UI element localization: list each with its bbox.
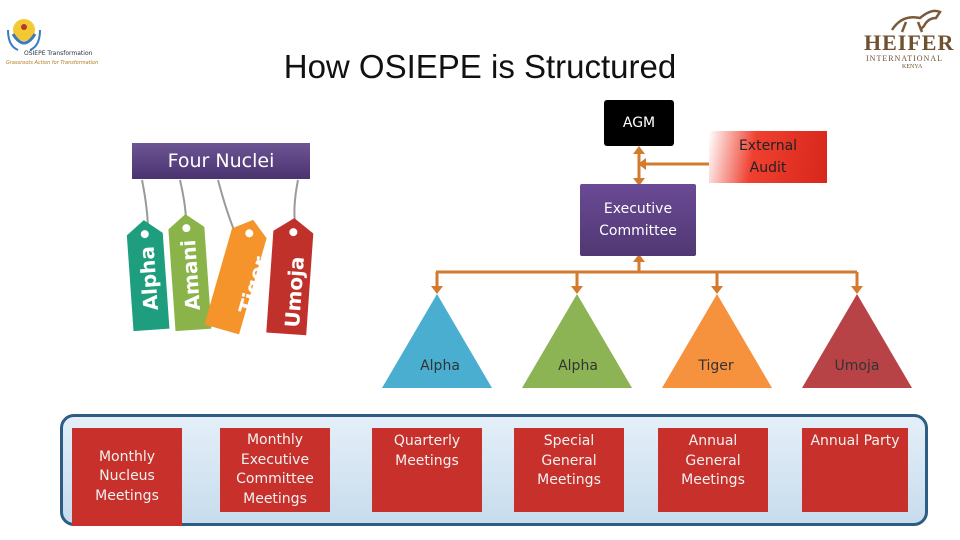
nuclei-tags-graphic: Alpha Amani Tiger Umoja xyxy=(126,179,314,336)
meeting-line: Meetings xyxy=(681,472,745,488)
triangle-label-umoja: Umoja xyxy=(834,358,880,374)
meeting-box-quarterly: Quarterly Meetings xyxy=(372,428,482,512)
triangle-label-alpha-2: Alpha xyxy=(558,358,598,374)
heifer-logo-line1: HEIFER xyxy=(864,30,955,55)
agm-box: AGM xyxy=(604,100,674,146)
heifer-logo: HEIFER INTERNATIONAL KENYA xyxy=(862,4,958,70)
executive-committee-box: Executive Committee xyxy=(580,184,696,256)
executive-committee-line2: Committee xyxy=(599,223,677,239)
executive-committee-line1: Executive xyxy=(603,201,673,217)
triangle-alpha-1 xyxy=(382,294,492,388)
heifer-logo-line3: KENYA xyxy=(902,64,923,70)
triangle-label-tiger: Tiger xyxy=(698,358,734,374)
external-audit-line2: Audit xyxy=(749,160,787,176)
osiepe-emblem-icon xyxy=(7,19,41,51)
meeting-line: Executive xyxy=(240,451,310,468)
triangle-alpha-2 xyxy=(522,294,632,388)
meeting-line: Quarterly xyxy=(393,433,461,449)
meeting-line: Nucleus xyxy=(99,468,155,485)
meeting-line: Committee xyxy=(236,471,314,487)
osiepe-logo-line2: Grassroots Action for Transformation xyxy=(6,60,99,66)
triangle-label-alpha-1: Alpha xyxy=(420,358,460,374)
osiepe-logo-line1: OSIEPE Transformation xyxy=(24,50,93,57)
tag-tiger xyxy=(204,219,267,335)
meeting-line: Meetings xyxy=(395,452,459,469)
tag-alpha-label: Alpha xyxy=(135,245,163,311)
meeting-line: General xyxy=(541,452,597,469)
tag-alpha xyxy=(126,220,170,332)
meeting-box-special-general: Special General Meetings xyxy=(514,428,624,512)
osiepe-logo: OSIEPE Transformation Grassroots Action … xyxy=(4,8,116,72)
meeting-line: Meetings xyxy=(95,487,159,504)
triangle-umoja xyxy=(802,294,912,388)
triangle-tiger xyxy=(662,294,772,388)
meeting-box-monthly-executive: Monthly Executive Committee Meetings xyxy=(220,428,330,512)
external-audit-line1: External xyxy=(738,138,798,154)
meeting-box-monthly-nucleus: Monthly Nucleus Meetings xyxy=(72,428,182,526)
meeting-box-annual-general: Annual General Meetings xyxy=(658,428,768,512)
meeting-line: Monthly xyxy=(98,448,156,465)
four-nuclei-bar: Four Nuclei xyxy=(132,143,310,179)
goat-icon xyxy=(890,9,942,33)
meeting-line: Special xyxy=(543,433,595,449)
page-title: How OSIEPE is Structured xyxy=(283,48,677,85)
meetings-panel xyxy=(60,414,928,526)
external-audit-box: External Audit xyxy=(709,131,827,183)
meeting-line: Monthly xyxy=(246,432,304,448)
meeting-line: Meetings xyxy=(537,472,601,488)
meeting-line: Annual Party xyxy=(810,433,900,449)
meeting-line: Annual xyxy=(688,433,738,449)
meeting-line: General xyxy=(685,452,741,469)
tag-amani xyxy=(168,214,212,332)
meeting-box-annual-party: Annual Party xyxy=(802,428,908,512)
heifer-logo-line2: INTERNATIONAL xyxy=(866,54,943,63)
tag-umoja-label: Umoja xyxy=(280,256,309,329)
meeting-line: Meetings xyxy=(243,490,307,507)
tag-umoja xyxy=(266,218,314,336)
tag-amani-label: Amani xyxy=(176,239,205,311)
